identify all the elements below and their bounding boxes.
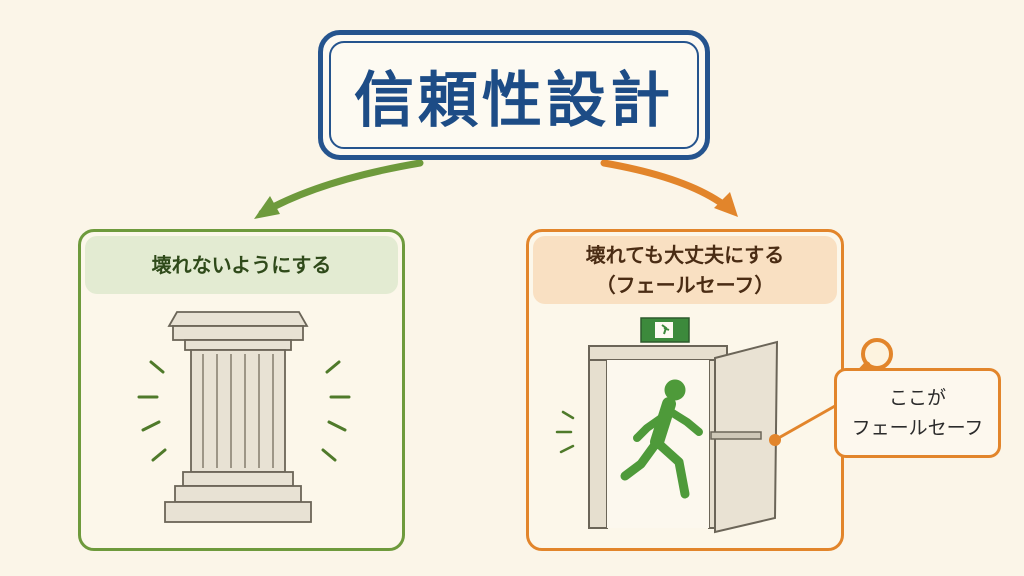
arrow-to-right-panel <box>600 159 732 212</box>
right-panel-header: 壊れても大丈夫にする （フェールセーフ） <box>533 236 837 304</box>
arrow-head-left <box>254 196 280 219</box>
callout-line2: フェールセーフ <box>851 417 984 439</box>
right-panel: 壊れても大丈夫にする （フェールセーフ） <box>526 229 844 551</box>
callout-line1: ここが <box>888 387 946 409</box>
title-box: 信頼性設計 <box>318 30 710 160</box>
failsafe-callout: ここが フェールセーフ <box>834 368 1001 458</box>
running-person-icon <box>620 379 703 499</box>
emergency-exit-door-icon <box>555 317 836 534</box>
arrow-head-right <box>714 192 738 217</box>
page-title: 信頼性設計 <box>354 65 674 136</box>
arrow-to-left-panel <box>258 159 424 217</box>
left-panel-heading: 壊れないようにする <box>151 253 332 277</box>
left-panel: 壊れないようにする <box>78 229 405 551</box>
left-panel-header: 壊れないようにする <box>85 236 398 294</box>
right-panel-heading-line1: 壊れても大丈夫にする <box>585 243 785 267</box>
stone-pillar-icon <box>137 311 351 523</box>
right-panel-heading-line2: （フェールセーフ） <box>595 273 775 297</box>
